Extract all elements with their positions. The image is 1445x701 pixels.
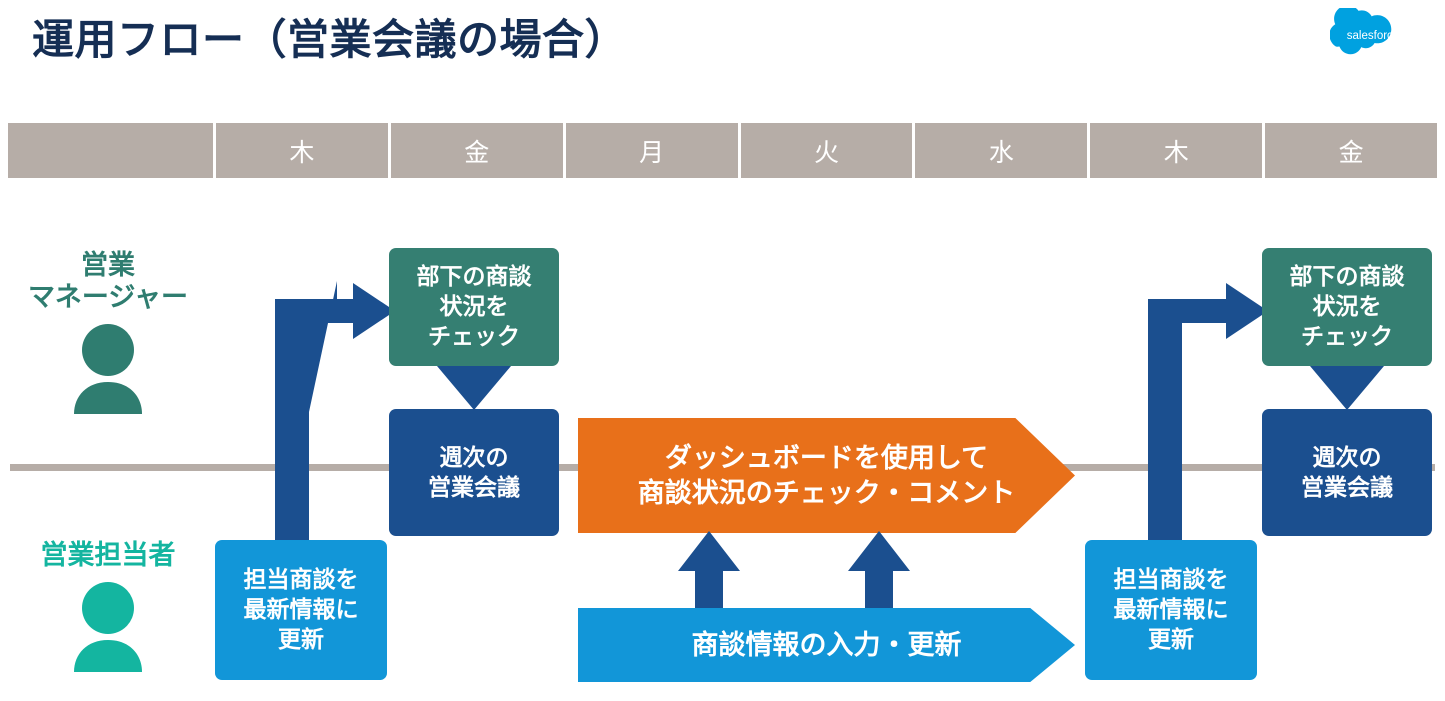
manager-meeting-box-left: 週次の 営業会議 <box>389 409 559 536</box>
input-banner: 商談情報の入力・更新 <box>578 608 1075 682</box>
day-cell-tue: 火 <box>740 123 913 178</box>
arrow-up-icon <box>678 531 740 613</box>
elbow-arrow-up-right-icon <box>275 281 395 571</box>
role-rep-label-line1: 営業担当者 <box>40 540 176 570</box>
arrow-up-icon <box>848 531 910 613</box>
role-rep: 営業担当者 <box>8 540 208 676</box>
day-cell-fri-1: 金 <box>390 123 563 178</box>
salesforce-wordmark: salesforce <box>1347 30 1399 42</box>
page-title: 運用フロー（営業会議の場合） <box>32 16 628 63</box>
rep-update-box-right: 担当商談を 最新情報に 更新 <box>1085 540 1257 680</box>
manager-check-left-line2: 状況を <box>439 293 509 320</box>
rep-update-left-line1: 担当商談を <box>243 566 359 593</box>
rep-update-left-line3: 更新 <box>278 625 324 652</box>
dashboard-banner: ダッシュボードを使用して 商談状況のチェック・コメント <box>578 418 1075 533</box>
manager-meeting-left-line1: 週次の <box>439 443 509 470</box>
person-icon <box>74 581 142 672</box>
rep-update-left-line2: 最新情報に <box>243 596 359 623</box>
day-cell-thu-2: 木 <box>1090 123 1263 178</box>
dashboard-banner-line1: ダッシュボードを使用して <box>664 442 989 473</box>
manager-check-left-line1: 部下の商談 <box>416 263 532 290</box>
manager-check-right-line2: 状況を <box>1312 293 1382 320</box>
input-banner-line1: 商談情報の入力・更新 <box>691 629 962 660</box>
role-manager-label-line2: マネージャー <box>27 281 189 312</box>
day-cell-fri-2: 金 <box>1265 123 1438 178</box>
manager-check-left-line3: チェック <box>428 322 520 349</box>
rep-update-right-line2: 最新情報に <box>1113 596 1229 623</box>
triangle-down-icon <box>1310 366 1384 410</box>
salesforce-cloud-logo: salesforce <box>1329 5 1416 60</box>
timeline-header: 木 金 月 火 水 木 金 <box>8 123 1438 178</box>
elbow-arrow-up-right-icon <box>1148 283 1268 571</box>
rep-update-box-left: 担当商談を 最新情報に 更新 <box>215 540 387 680</box>
manager-meeting-left-line2: 営業会議 <box>428 473 520 500</box>
day-cell-thu-1: 木 <box>216 123 388 178</box>
role-manager-label-line1: 営業 <box>81 250 135 280</box>
dashboard-banner-line2: 商談状況のチェック・コメント <box>637 477 1016 508</box>
day-cell-spacer <box>8 123 213 178</box>
manager-check-right-line1: 部下の商談 <box>1289 263 1405 290</box>
rep-update-right-line3: 更新 <box>1148 625 1194 652</box>
manager-check-right-line3: チェック <box>1301 322 1393 349</box>
manager-meeting-right-line2: 営業会議 <box>1301 473 1393 500</box>
day-cell-wed: 水 <box>915 123 1088 178</box>
triangle-down-icon <box>437 366 511 410</box>
manager-meeting-box-right: 週次の 営業会議 <box>1262 409 1432 536</box>
person-icon <box>74 323 142 414</box>
role-manager: 営業 マネージャー <box>8 250 208 418</box>
manager-check-box-left: 部下の商談 状況を チェック <box>389 248 559 366</box>
day-cell-mon: 月 <box>565 123 738 178</box>
manager-check-box-right: 部下の商談 状況を チェック <box>1262 248 1432 366</box>
manager-meeting-right-line1: 週次の <box>1312 443 1382 470</box>
rep-update-right-line1: 担当商談を <box>1113 566 1229 593</box>
